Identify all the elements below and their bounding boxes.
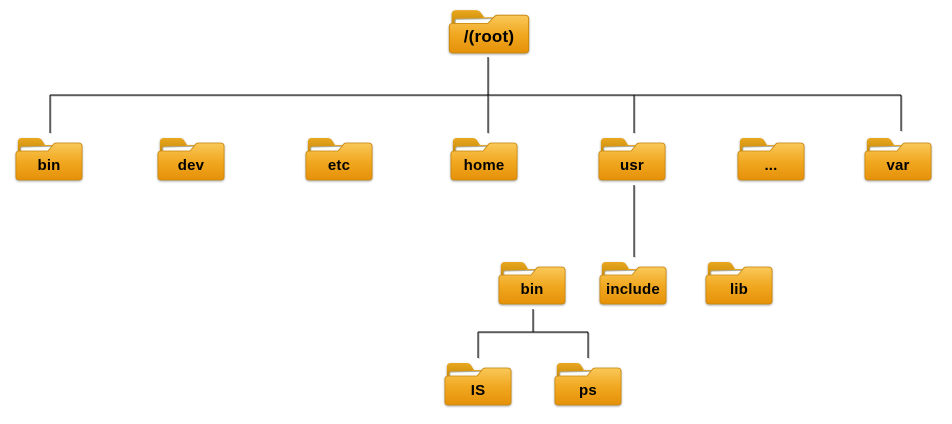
folder-icon [599, 262, 667, 305]
folder-icon [554, 363, 622, 406]
folder-node-root: /(root) [447, 4, 531, 57]
folder-node-usr: usr [597, 132, 667, 184]
folder-icon [737, 138, 805, 181]
folder-node-ps: ps [553, 357, 623, 409]
folder-label: lib [729, 280, 749, 298]
folder-icon [450, 138, 518, 181]
folder-node-include: include [598, 256, 668, 308]
folder-node-var: var [863, 132, 933, 184]
folder-icon [15, 138, 83, 181]
folder-node-lib: lib [704, 256, 774, 308]
folder-label: home [463, 156, 505, 174]
folder-icon [705, 262, 773, 305]
folder-node-etc: etc [304, 132, 374, 184]
folder-node-dev: dev [156, 132, 226, 184]
folder-label: var [886, 156, 910, 174]
folder-label: ps [579, 381, 597, 399]
folder-icon [498, 262, 566, 305]
folder-icon [598, 138, 666, 181]
folder-icon [157, 138, 225, 181]
folder-node-IS: IS [443, 357, 513, 409]
folder-icon [864, 138, 932, 181]
folder-icon [305, 138, 373, 181]
folder-icon [448, 10, 530, 54]
folder-label: dev [177, 156, 205, 174]
folder-label: include [606, 280, 660, 298]
folder-label: bin [37, 156, 61, 174]
folder-label: ... [764, 156, 778, 174]
folder-node-bin: bin [14, 132, 84, 184]
folder-label: bin [520, 280, 544, 298]
folder-icon [444, 363, 512, 406]
folder-node-home: home [449, 132, 519, 184]
folder-label: etc [327, 156, 351, 174]
folder-label: /(root) [463, 27, 515, 46]
folder-node-ellipsis: ... [736, 132, 806, 184]
folder-label: IS [470, 381, 486, 399]
folder-label: usr [620, 156, 644, 174]
folder-node-usr-bin: bin [497, 256, 567, 308]
